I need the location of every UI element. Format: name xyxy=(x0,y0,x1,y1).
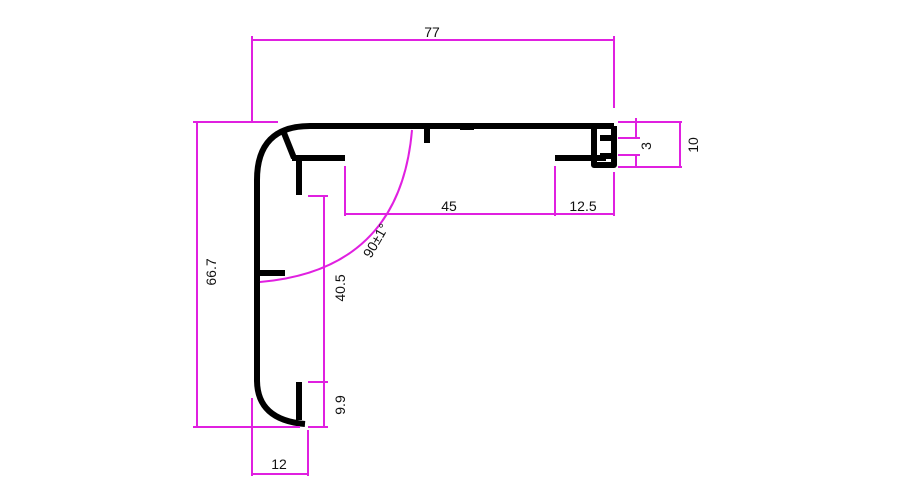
dimension-labels: 77 45 12.5 10 3 66.7 40.5 9.9 12 90±1° xyxy=(203,24,701,472)
dim-slot-gap: 3 xyxy=(638,142,654,150)
dim-end-span: 12.5 xyxy=(569,198,596,214)
angle-arc xyxy=(259,129,413,283)
dim-bottom-width: 12 xyxy=(271,456,287,472)
top-bump xyxy=(460,126,474,130)
dimension-lines xyxy=(193,36,682,476)
right-c-slot xyxy=(591,126,617,168)
profile-outline xyxy=(254,123,614,427)
dim-inner-span: 45 xyxy=(441,198,457,214)
corner-strut xyxy=(281,131,297,160)
profile-shape xyxy=(254,123,617,427)
dim-lower-height: 9.9 xyxy=(332,395,348,415)
dim-inner-height: 40.5 xyxy=(332,274,348,301)
dim-overall-width: 77 xyxy=(424,24,440,40)
dim-slot-height: 10 xyxy=(685,137,701,153)
dim-overall-height: 66.7 xyxy=(203,258,219,285)
